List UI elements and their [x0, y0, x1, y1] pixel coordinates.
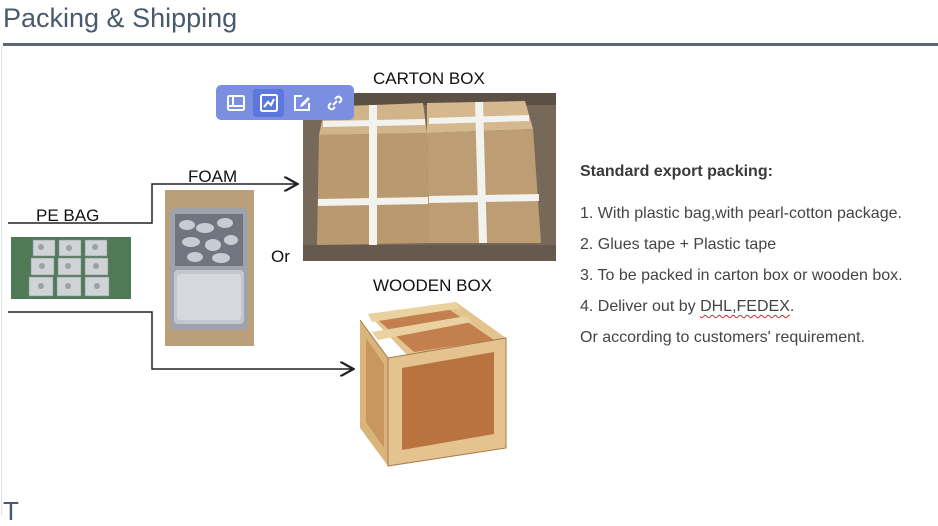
packing-item-2: 2. Glues tape + Plastic tape — [580, 236, 777, 253]
packing-item-4-prefix: 4. Deliver out by — [580, 298, 701, 315]
packing-item-4-suffix: . — [789, 298, 795, 315]
link-icon[interactable] — [319, 89, 350, 117]
arrow-to-carton — [8, 184, 296, 224]
or-label: Or — [271, 247, 290, 266]
packing-diagram: PE BAG FOAM — [8, 0, 938, 515]
image-toolbar — [216, 85, 354, 120]
carton-box-label: CARTON BOX — [373, 69, 485, 88]
packing-description: Standard export packing: 1. With plastic… — [580, 161, 935, 359]
layout-icon[interactable] — [220, 89, 251, 117]
packing-closing: Or according to customers' requirement. — [580, 329, 865, 346]
flow-arrows — [8, 0, 938, 515]
carrier-names: DHL,FEDEX — [700, 298, 790, 315]
content-border — [1, 46, 2, 515]
next-section-title-stub: T — [3, 496, 19, 526]
pe-bag-label: PE BAG — [36, 206, 100, 225]
pe-bag-photo — [11, 237, 131, 299]
wooden-box-photo — [358, 298, 510, 470]
title-divider — [3, 43, 938, 46]
packing-item-3: 3. To be packed in carton box or wooden … — [580, 267, 903, 284]
packing-item-1: 1. With plastic bag,with pearl-cotton pa… — [580, 205, 902, 222]
packing-heading: Standard export packing: — [580, 163, 773, 180]
page-title: Packing & Shipping — [3, 3, 238, 33]
carton-box-photo — [303, 93, 556, 261]
foam-photo — [165, 190, 254, 346]
chart-icon[interactable] — [253, 88, 284, 117]
arrow-to-wooden — [8, 311, 352, 369]
wooden-box-label: WOODEN BOX — [373, 276, 493, 295]
packing-item-4: 4. Deliver out by DHL,FEDEX. — [580, 297, 935, 317]
foam-label: FOAM — [188, 167, 238, 186]
edit-icon[interactable] — [286, 89, 317, 117]
